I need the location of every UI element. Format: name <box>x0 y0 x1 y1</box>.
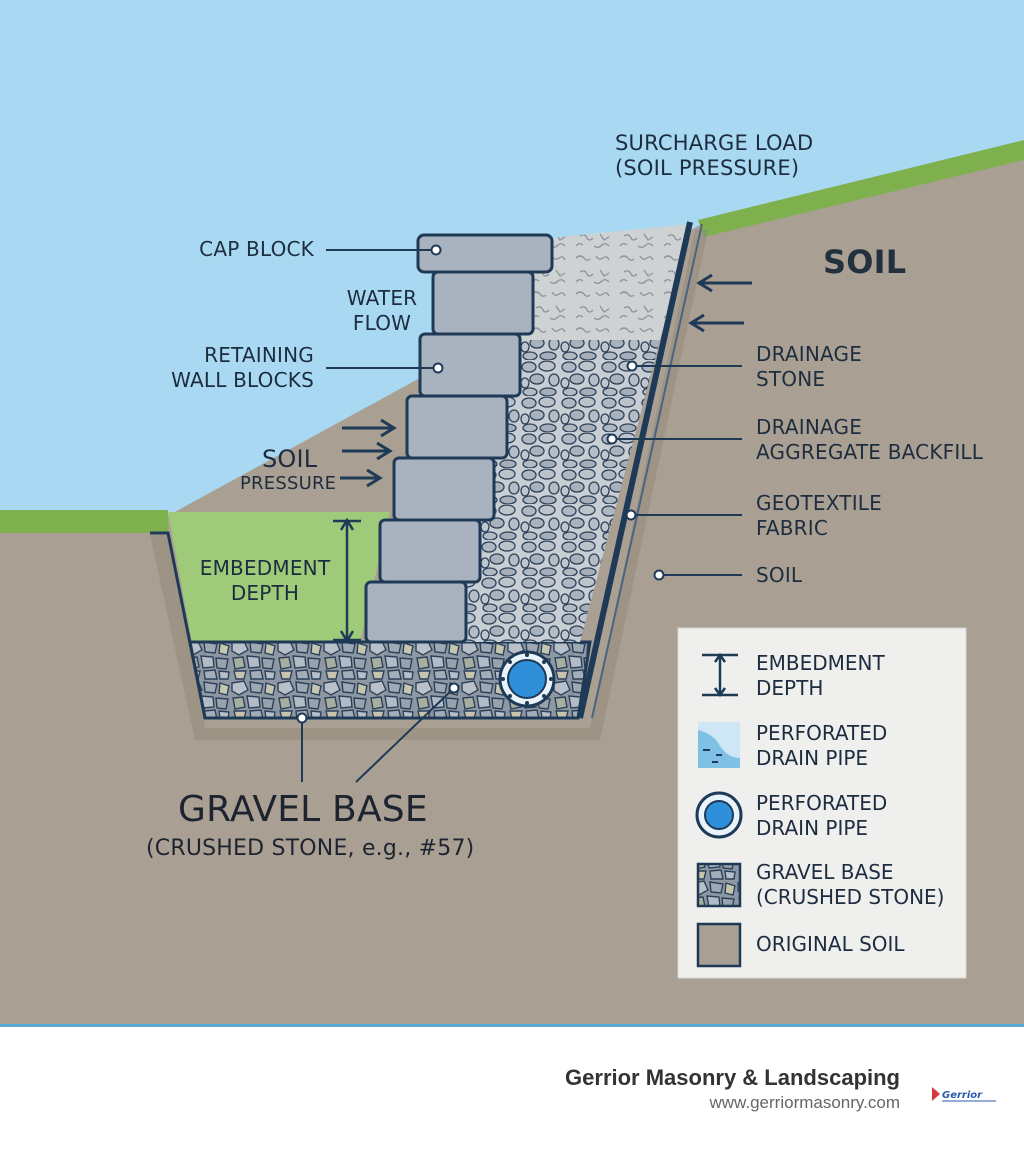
legend-panel <box>677 627 967 979</box>
legend-text-soil: ORIGINAL SOIL <box>756 932 905 956</box>
legend-text-pipe: PERFORATED DRAIN PIPE <box>756 791 888 840</box>
geotextile-fabric <box>577 221 693 719</box>
gravel-base-label: GRAVEL BASE <box>178 789 428 830</box>
drain-pipe-icon <box>695 791 743 839</box>
leader-dots <box>296 244 665 724</box>
retaining-wall-blocks <box>364 270 535 644</box>
aggregate-backfill <box>460 340 660 642</box>
retaining-wall-blocks-label: RETAINING WALL BLOCKS <box>171 343 314 392</box>
perforated-drain-pipe <box>498 650 556 708</box>
gravel-base-note: (CRUSHED STONE, e.g., #57) <box>146 836 475 861</box>
embedment-dimension <box>333 517 361 644</box>
company-logo: Gerrior <box>932 1087 996 1102</box>
drainage-slope-icon <box>698 722 740 768</box>
water-flow-label: WATER FLOW <box>346 286 418 335</box>
embedment-depth-label: EMBEDMENT DEPTH <box>199 556 331 605</box>
drainage-stone-label: DRAINAGE STONE <box>756 342 863 391</box>
upper-backfill <box>520 224 692 340</box>
cap-block <box>416 233 554 274</box>
soil-right-label: SOIL <box>756 563 803 587</box>
surcharge-load-label: SURCHARGE LOAD (SOIL PRESSURE) <box>615 131 814 180</box>
legend-text-slope: PERFORATED DRAIN PIPE <box>756 721 888 770</box>
legend-text-gravel: GRAVEL BASE (CRUSHED STONE) <box>756 860 945 909</box>
soil-swatch-icon <box>696 922 742 968</box>
surcharge-arrows <box>688 273 752 333</box>
legend-text-embedment: EMBEDMENT DEPTH <box>756 651 885 700</box>
slope-grass <box>698 140 1024 237</box>
soil-pressure-sub-label: PRESSURE <box>240 473 337 494</box>
retaining-wall-cross-section <box>0 0 1024 1024</box>
geotextile-fabric-label: GEOTEXTILE FABRIC <box>756 491 882 540</box>
drainage-aggregate-label: DRAINAGE AGGREGATE BACKFILL <box>756 415 984 464</box>
soil-pressure-label: SOIL <box>262 445 318 473</box>
embedment-zone <box>168 512 390 642</box>
company-name: Gerrior Masonry & Landscaping <box>565 1065 900 1090</box>
soil-big-label: SOIL <box>823 243 907 281</box>
leader-lines <box>301 249 742 783</box>
soil-pressure-arrows <box>340 418 397 488</box>
left-grass <box>0 510 168 533</box>
embedment-depth-icon <box>702 652 738 698</box>
cap-block-label: CAP BLOCK <box>199 237 314 261</box>
company-website[interactable]: www.gerriormasonry.com <box>709 1093 900 1112</box>
svg-text:Gerrior: Gerrior <box>942 1090 983 1101</box>
gravel-swatch-icon <box>696 862 742 908</box>
footer: Gerrior Masonry & Landscaping www.gerrio… <box>0 1024 1024 1154</box>
